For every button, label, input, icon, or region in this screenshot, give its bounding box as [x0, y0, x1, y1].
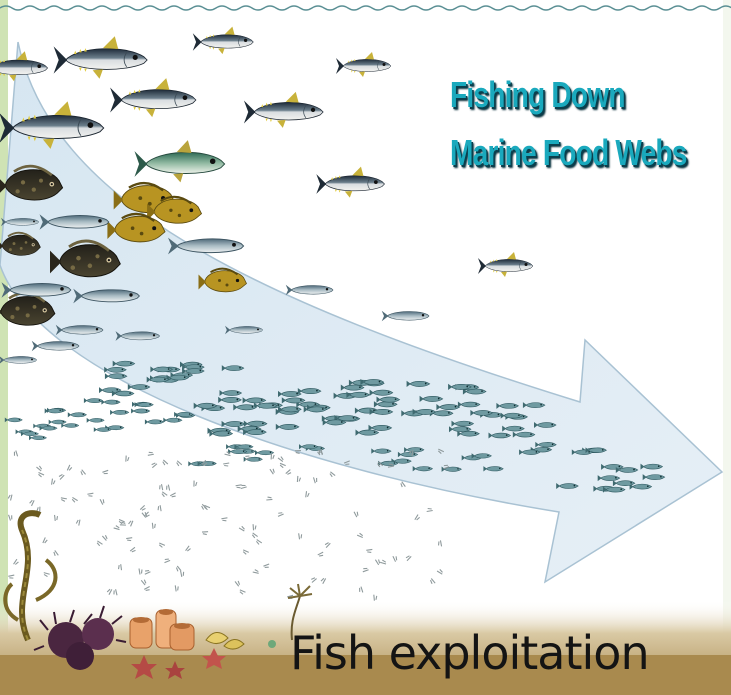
title-line-1: Fishing Down	[450, 74, 625, 116]
title-line-2: Marine Food Webs	[450, 132, 687, 174]
caption: Fish exploitation	[290, 630, 649, 676]
